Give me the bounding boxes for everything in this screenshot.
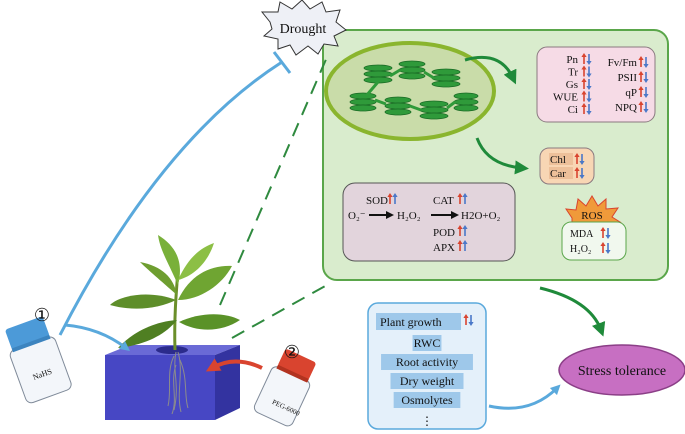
photo-param-npq-trend-icon bbox=[638, 101, 649, 113]
nahs-number: ① bbox=[34, 305, 50, 325]
nahs-bottle-icon bbox=[5, 316, 72, 404]
photo-param-fv-fm: Fv/Fm bbox=[608, 57, 638, 69]
growth-item-highlight bbox=[390, 373, 464, 389]
photo-param-psii-trend-icon bbox=[638, 71, 649, 83]
growth-item-rwc: RWC bbox=[414, 336, 441, 350]
photo-param-psii: PSII bbox=[617, 72, 637, 84]
stress-tolerance-node bbox=[558, 344, 685, 396]
growth-item-osmolytes: Osmolytes bbox=[401, 393, 453, 407]
photo-param-wue: WUE bbox=[553, 92, 578, 104]
sod-label: SOD bbox=[366, 195, 388, 207]
growth-title: Plant growth bbox=[380, 315, 442, 329]
arrow-growth-to-tolerance bbox=[488, 384, 561, 410]
growth-item-highlight bbox=[393, 392, 461, 408]
photo-param-ci-trend-icon bbox=[581, 103, 592, 115]
pigment-chl-trend-icon bbox=[574, 153, 585, 165]
roots-icon bbox=[167, 351, 189, 415]
oxidative-mda-trend-icon bbox=[600, 227, 611, 239]
growth-item-highlight bbox=[412, 335, 442, 351]
sod-trend-icon bbox=[387, 193, 398, 204]
oxidative-params: MDA H₂O₂ bbox=[570, 227, 611, 255]
chloroplast-icon bbox=[324, 41, 496, 141]
growth-title-trend-icon bbox=[463, 314, 474, 326]
pigment-chl-highlight bbox=[549, 153, 573, 165]
pod-label: POD bbox=[433, 227, 455, 239]
photo-param-fv-fm-trend-icon bbox=[638, 56, 649, 68]
drought-burst bbox=[260, 0, 347, 56]
apx-label: APX bbox=[433, 242, 455, 254]
photosynthesis-box bbox=[536, 46, 656, 123]
cat-label: CAT bbox=[433, 195, 454, 207]
photo-param-ci: Ci bbox=[568, 104, 578, 116]
arrow-nahs-to-plant bbox=[64, 323, 130, 352]
photo-param-qp: qP bbox=[625, 87, 637, 99]
pigment-car-highlight bbox=[549, 167, 573, 179]
arrow-to-tolerance bbox=[539, 286, 606, 337]
pigment-car: Car bbox=[550, 168, 566, 180]
apx-trend-icon bbox=[457, 240, 468, 251]
ros-label: ROS bbox=[581, 210, 602, 222]
pod-trend-icon bbox=[457, 225, 468, 236]
peg-number: ② bbox=[284, 342, 300, 362]
ros-burst bbox=[564, 195, 622, 223]
photo-param-wue-trend-icon bbox=[581, 90, 592, 103]
oxidative-h2o2-label: H₂O₂ bbox=[570, 244, 591, 255]
photo-param-qp-trend-icon bbox=[638, 86, 649, 98]
stress-tolerance-label: Stress tolerance bbox=[578, 364, 666, 379]
photo-param-gs-trend-icon bbox=[581, 78, 592, 90]
peg-bottle-icon bbox=[253, 349, 316, 427]
photo-param-gs: Gs bbox=[566, 79, 578, 91]
oxidative-mda-label: MDA bbox=[570, 229, 594, 240]
h2o2-label: H₂O₂ bbox=[397, 210, 421, 222]
inhibition-bar bbox=[272, 51, 292, 74]
drought-label: Drought bbox=[280, 22, 327, 37]
products-label: H2O+O₂ bbox=[461, 210, 501, 222]
growth-item-dry-weight: Dry weight bbox=[400, 374, 455, 388]
antioxidant-box bbox=[342, 182, 516, 262]
photo-param-pn: Pn bbox=[566, 54, 578, 66]
growth-item-root-activity: Root activity bbox=[396, 355, 458, 369]
growth-title-highlight bbox=[376, 313, 461, 330]
oxidative-h2o2-trend-icon bbox=[600, 242, 611, 254]
arrow-peg-to-plant bbox=[205, 358, 263, 372]
growth-item-highlight bbox=[381, 354, 473, 370]
superoxide-label: O₂⁻ bbox=[348, 210, 366, 222]
pigment-chl: Chl bbox=[550, 154, 566, 166]
nahs-inhibits-drought-arrow bbox=[58, 60, 283, 336]
photo-param-pn-trend-icon bbox=[581, 53, 592, 65]
enzyme-trend-arrows bbox=[387, 193, 468, 251]
growth-more-ellipsis: ⋮ bbox=[421, 414, 433, 428]
cat-trend-icon bbox=[457, 193, 468, 204]
dashed-link-top bbox=[219, 56, 328, 306]
arrow-to-pigments bbox=[475, 137, 529, 175]
arrow-to-photosynthesis bbox=[464, 55, 517, 85]
photo-param-npq: NPQ bbox=[615, 102, 637, 114]
plant-icon bbox=[110, 235, 240, 351]
photo-param-tr: Tr bbox=[568, 67, 578, 79]
dashed-link-bottom bbox=[231, 284, 328, 339]
photo-param-tr-trend-icon bbox=[581, 65, 592, 78]
pigment-car-trend-icon bbox=[574, 167, 585, 179]
growth-container bbox=[105, 345, 240, 420]
